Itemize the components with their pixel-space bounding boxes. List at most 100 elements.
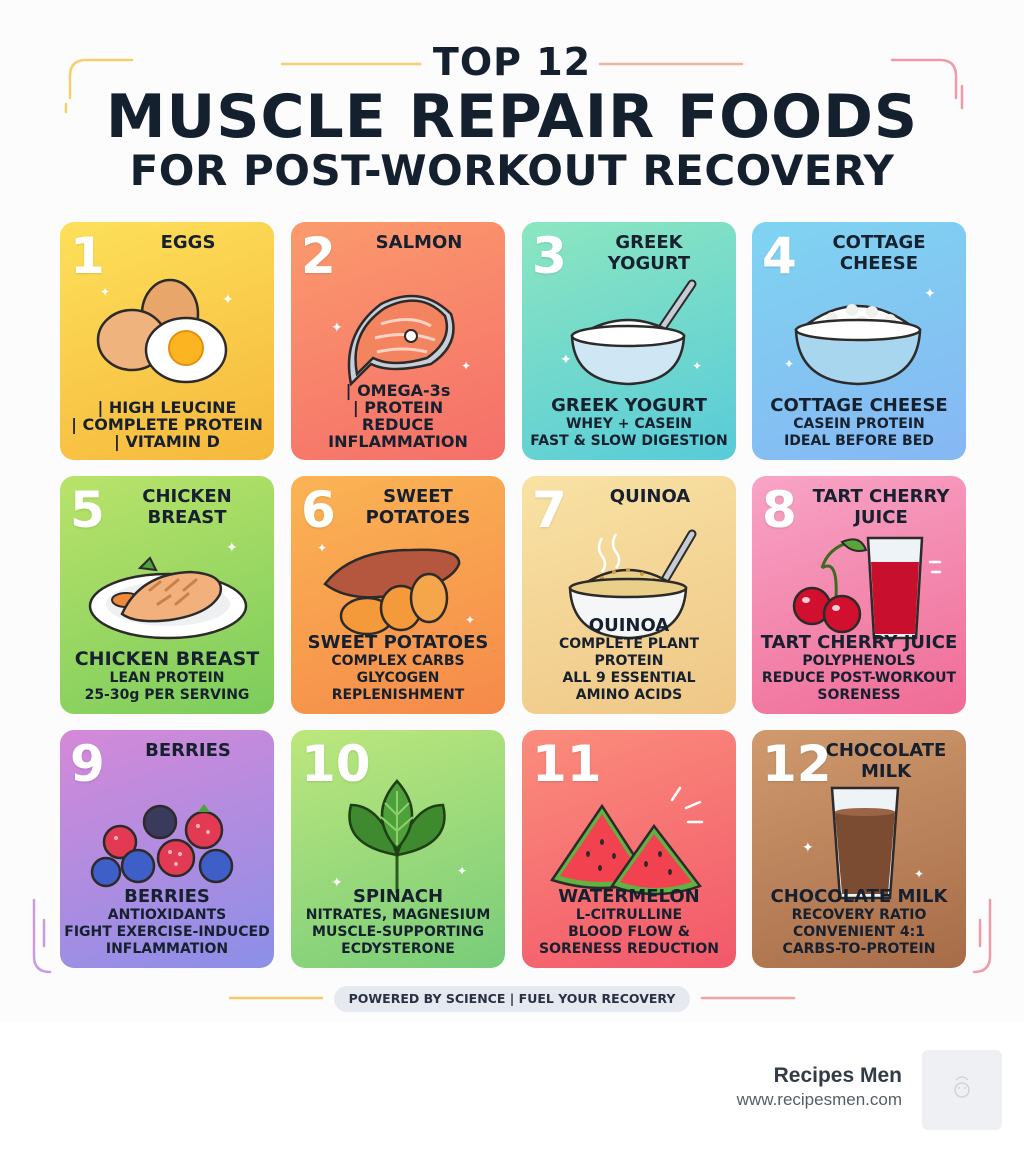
food-card-grid: 1 EGGS ✦ ✦ | HIGH LEUCINE | COMPLETE PRO…: [60, 222, 966, 968]
card-food-label: QUINOA: [588, 615, 670, 636]
card-line: 25-30g PER SERVING: [84, 687, 250, 703]
card-food-label: SWEET POTATOES: [307, 632, 489, 653]
card-line: FAST & SLOW DIGESTION: [530, 433, 728, 449]
card-title: EGGS: [160, 232, 216, 253]
eggs-icon: ✦ ✦: [96, 278, 234, 384]
decorative-corner-lines: [32, 58, 992, 1000]
card-line: REDUCE INFLAMMATION: [328, 415, 468, 451]
card-number: 12: [762, 735, 832, 793]
card-line: | PROTEIN: [352, 398, 444, 417]
card-food-label: SPINACH: [352, 886, 444, 907]
card-line: CARBS-TO-PROTEIN: [782, 941, 936, 957]
card-title: QUINOA: [609, 486, 691, 507]
card-number: 2: [301, 227, 336, 285]
brand-logo: [922, 1050, 1002, 1130]
page-title: MUSCLE REPAIR FOODS: [105, 82, 919, 152]
svg-text:✦: ✦: [100, 285, 110, 299]
brand-block: Recipes Men www.recipesmen.com: [600, 1064, 902, 1110]
card-line: ALL 9 ESSENTIAL: [562, 670, 696, 686]
watermelon-icon: [550, 786, 704, 896]
food-card-berries: 9 BERRIES BERRIES ANTIOXIDANTS FIGHT EXE…: [60, 730, 274, 968]
food-card-eggs: 1 EGGS ✦ ✦ | HIGH LEUCINE | COMPLETE PRO…: [60, 222, 274, 460]
card-food-label: WATERMELON: [558, 886, 700, 907]
card-line: | OMEGA-3s: [345, 381, 451, 400]
card-line: REPLENISHMENT: [331, 687, 465, 703]
salmon-icon: ✦ ✦: [331, 294, 471, 387]
card-description: TART CHERRY JUICE POLYPHENOLS REDUCE POS…: [756, 632, 962, 704]
svg-text:✦: ✦: [465, 613, 475, 627]
chocolate-milk-icon: ✦ ✦: [802, 786, 924, 900]
card-line: REDUCE POST-WORKOUT: [761, 670, 957, 686]
card-description: SWEET POTATOES COMPLEX CARBS GLYCOGEN RE…: [295, 632, 501, 704]
card-line: COMPLETE PLANT PROTEIN: [558, 636, 700, 669]
card-line: CASEIN PROTEIN: [793, 416, 925, 432]
card-number: 5: [70, 481, 105, 539]
card-line: AMINO ACIDS: [575, 687, 683, 703]
svg-text:✦: ✦: [560, 352, 572, 368]
cottage-cheese-bowl-icon: ✦ ✦: [784, 286, 936, 386]
card-food-label: TART CHERRY JUICE: [760, 632, 958, 653]
card-line: | HIGH LEUCINE: [97, 398, 237, 417]
card-number: 1: [70, 227, 105, 285]
card-line: MUSCLE-SUPPORTING: [312, 924, 484, 940]
card-line: CONVENIENT 4:1: [792, 924, 925, 940]
sweet-potato-icon: ✦ ✦: [317, 541, 475, 636]
card-title: BERRIES: [145, 740, 231, 761]
cherry-juice-icon: [792, 536, 942, 640]
card-line: GLYCOGEN: [356, 670, 440, 686]
card-line: L-CITRULLINE: [575, 907, 683, 923]
card-description: GREEK YOGURT WHEY + CASEIN FAST & SLOW D…: [526, 395, 732, 450]
brand-name: Recipes Men: [773, 1064, 902, 1087]
card-line: | COMPLETE PROTEIN: [71, 415, 263, 434]
card-number: 6: [301, 481, 336, 539]
food-card-watermelon: 11 WATERMELON L-CITRULLINE BLOOD FLOW & …: [522, 730, 736, 968]
card-line: BLOOD FLOW &: [568, 924, 690, 940]
chicken-breast-icon: ✦: [88, 540, 248, 640]
card-food-label: COTTAGE CHEESE: [770, 395, 948, 416]
card-food-label: GREEK YOGURT: [551, 395, 707, 416]
quinoa-bowl-icon: [568, 529, 697, 640]
card-number: 3: [532, 227, 567, 285]
card-line: IDEAL BEFORE BED: [784, 433, 934, 449]
card-number: 7: [532, 481, 567, 539]
card-description: WATERMELON L-CITRULLINE BLOOD FLOW & SOR…: [526, 886, 732, 958]
svg-text:✦: ✦: [914, 867, 924, 881]
footer-tagline: POWERED BY SCIENCE | FUEL YOUR RECOVERY: [334, 986, 690, 1012]
svg-text:✦: ✦: [457, 864, 467, 878]
card-line: ANTIOXIDANTS: [107, 907, 227, 923]
yogurt-bowl-icon: ✦ ✦: [560, 279, 702, 386]
spinach-icon: ✦ ✦: [331, 779, 467, 893]
card-line: RECOVERY RATIO: [791, 907, 927, 923]
svg-text:✦: ✦: [802, 840, 814, 856]
page-subtitle: FOR POST-WORKOUT RECOVERY: [129, 146, 895, 195]
food-card-salmon: 2 SALMON ✦ ✦ | OMEGA-3s | PROTEIN REDUCE…: [291, 222, 505, 460]
title-top: TOP 12: [432, 40, 592, 84]
card-food-label: CHICKEN BREAST: [74, 648, 260, 670]
svg-text:✦: ✦: [226, 540, 238, 556]
brand-url[interactable]: www.recipesmen.com: [736, 1090, 902, 1109]
card-food-label: BERRIES: [124, 886, 210, 907]
card-number: 8: [762, 481, 797, 539]
svg-text:✦: ✦: [317, 541, 327, 555]
food-card-quinoa: 7 QUINOA QUINOA COMPLETE PLANT PROTEIN A…: [522, 476, 736, 714]
card-number: 9: [70, 735, 105, 793]
card-line: INFLAMMATION: [105, 941, 229, 957]
chef-logo-icon: [954, 1076, 970, 1098]
food-card-spinach: 10 ✦ ✦ SPINACH NITRATES, MAGNESIUM MUSCL…: [291, 730, 505, 968]
card-description: | OMEGA-3s | PROTEIN REDUCE INFLAMMATION: [295, 382, 501, 450]
card-line: SORENESS REDUCTION: [538, 941, 719, 957]
card-number: 11: [532, 735, 602, 793]
card-description: BERRIES ANTIOXIDANTS FIGHT EXERCISE-INDU…: [64, 886, 270, 958]
